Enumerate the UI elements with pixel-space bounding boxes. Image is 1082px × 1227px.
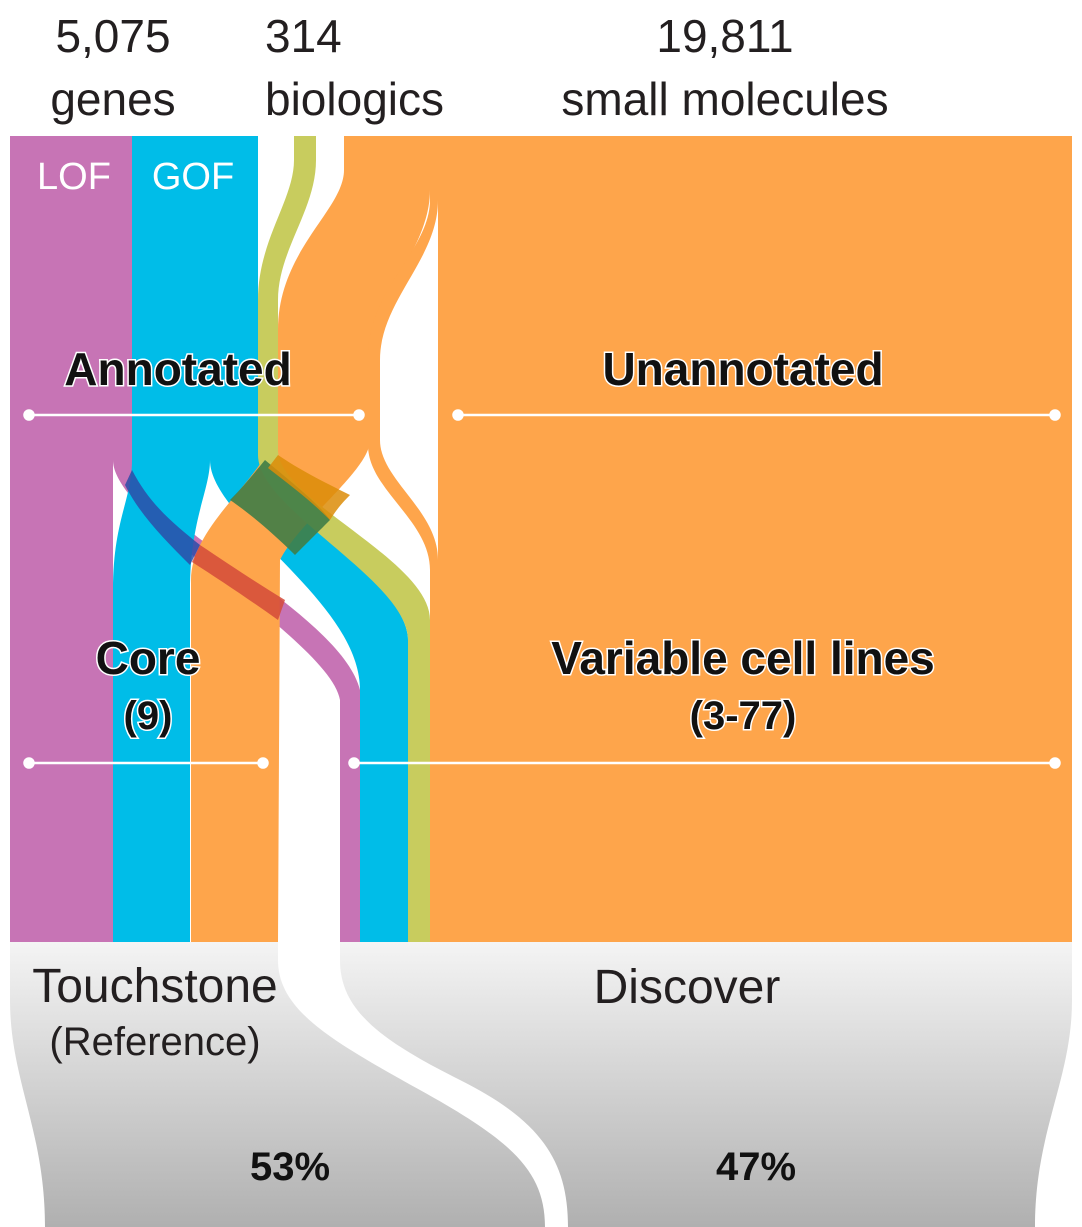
small-molecules-label: small molecules — [561, 73, 888, 125]
touchstone-label: Touchstone — [32, 960, 278, 1013]
gof-label: GOF — [152, 156, 234, 198]
small-molecule-unannotated-band — [438, 136, 1072, 942]
touchstone-sub-label: (Reference) — [49, 1020, 260, 1064]
core-count: (9) — [124, 694, 173, 738]
gof-core-flow — [113, 136, 210, 942]
overlap-dark-orange — [268, 455, 350, 520]
discover-funnel — [340, 942, 1072, 1227]
unannotated-range-line — [452, 409, 1061, 421]
header-biologics: 314 biologics — [265, 10, 444, 125]
lof-band — [10, 136, 113, 942]
variable-label: Variable cell lines — [551, 632, 935, 684]
biologics-count: 314 — [265, 10, 342, 62]
unannotated-label: Unannotated — [602, 343, 883, 395]
overlap-blue — [125, 470, 200, 565]
genes-count: 5,075 — [55, 10, 170, 62]
biologics-flow — [258, 136, 430, 942]
core-label: Core — [96, 632, 201, 684]
variable-range-line — [348, 757, 1061, 769]
annotated-range-line — [23, 409, 365, 421]
touchstone-funnel — [10, 942, 545, 1227]
core-range-line — [23, 757, 269, 769]
genes-label: genes — [50, 73, 175, 125]
variable-range: (3-77) — [690, 694, 797, 738]
small-molecule-variable-narrow-flow — [368, 136, 438, 942]
overlap-green — [230, 460, 330, 555]
touchstone-percent: 53% — [250, 1145, 330, 1189]
discover-percent: 47% — [716, 1145, 796, 1189]
discover-label: Discover — [594, 961, 781, 1014]
biologics-label: biologics — [265, 73, 444, 125]
annotated-label: Annotated — [64, 343, 291, 395]
header-genes: 5,075 genes — [50, 10, 175, 125]
small-molecules-count: 19,811 — [656, 10, 793, 62]
lof-label: LOF — [37, 156, 111, 198]
overlap-red — [192, 545, 285, 620]
header-small-molecules: 19,811 small molecules — [561, 10, 888, 125]
